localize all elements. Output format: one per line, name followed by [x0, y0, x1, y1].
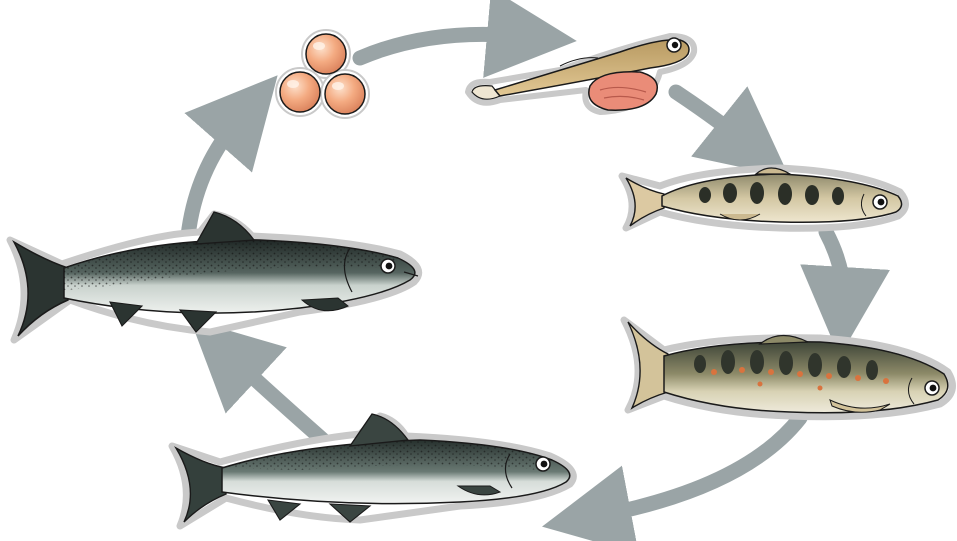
arrow-smolt-to-adult [232, 358, 323, 440]
fry-icon [622, 168, 906, 228]
arrow-eggs-to-alevin [360, 34, 520, 58]
smolt-icon [172, 414, 573, 526]
salmon-eggs-icon [276, 30, 369, 118]
adult-salmon-icon [10, 212, 419, 340]
alevin-icon [468, 36, 694, 112]
arrow-fry-to-parr [826, 232, 843, 300]
arrow-parr-to-smolt [598, 418, 800, 516]
parr-icon [624, 320, 953, 417]
arrow-alevin-to-fry [676, 92, 745, 142]
